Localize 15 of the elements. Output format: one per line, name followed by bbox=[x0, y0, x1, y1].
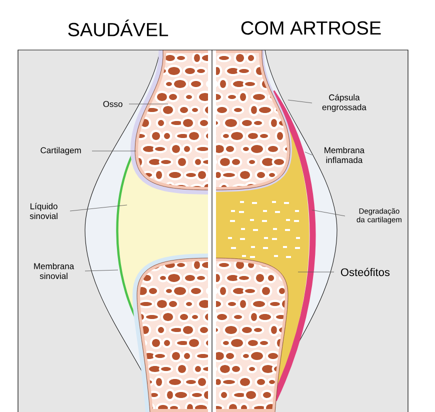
part-label: Membrana inflamada bbox=[324, 146, 364, 164]
leader-line bbox=[304, 152, 312, 156]
leader-line bbox=[288, 100, 312, 104]
part-label: Osteófitos bbox=[340, 268, 390, 276]
leader-line bbox=[312, 210, 346, 216]
part-label: Osso bbox=[103, 101, 122, 107]
panel-heading: COM ARTROSE bbox=[241, 21, 381, 35]
leader-line bbox=[84, 270, 118, 272]
part-label: Cartilagem bbox=[40, 147, 81, 155]
leader-line bbox=[92, 150, 136, 152]
leader-line bbox=[70, 204, 128, 212]
panel-heading: SAUDÁVEL bbox=[68, 20, 168, 36]
part-label: Cápsula engrossada bbox=[322, 94, 366, 112]
part-label: Líquido sinovial bbox=[30, 202, 58, 220]
part-label: Membrana sinovial bbox=[34, 262, 74, 280]
